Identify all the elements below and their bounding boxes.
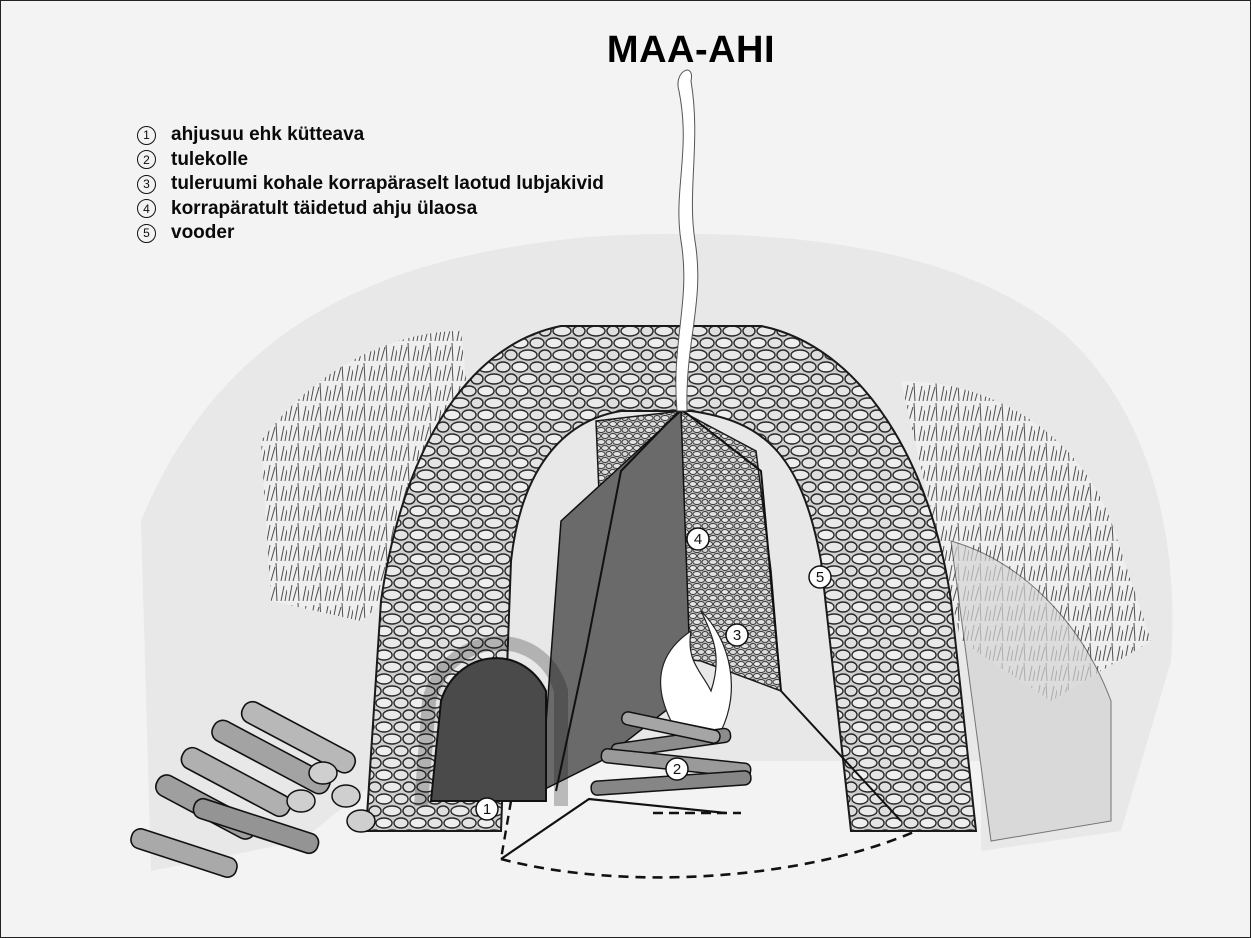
callout-4: 4 [687,528,709,550]
legend-item: 4 korrapäratult täidetud ahju ülaosa [137,197,604,222]
legend-number: 4 [137,199,156,218]
legend-label: korrapäratult täidetud ahju ülaosa [171,198,477,220]
legend: 1 ahjusuu ehk kütteava 2 tulekolle 3 tul… [137,123,604,246]
callout-2-text: 2 [673,761,681,778]
legend-label: vooder [171,222,234,244]
legend-item: 2 tulekolle [137,148,604,173]
callout-4-text: 4 [694,531,702,548]
callout-5-text: 5 [816,569,824,586]
callout-1: 1 [476,798,498,820]
legend-number: 2 [137,150,156,169]
callout-2: 2 [666,758,688,780]
legend-item: 3 tuleruumi kohale korrapäraselt laotud … [137,172,604,197]
callout-3-text: 3 [733,627,741,644]
diagram-title: MAA-AHI [561,29,821,72]
legend-item: 5 vooder [137,221,604,246]
legend-label: ahjusuu ehk kütteava [171,124,364,146]
legend-item: 1 ahjusuu ehk kütteava [137,123,604,148]
legend-label: tulekolle [171,149,248,171]
floor-section [501,799,726,859]
legend-number: 3 [137,175,156,194]
legend-number: 5 [137,224,156,243]
callout-5: 5 [809,566,831,588]
legend-number: 1 [137,126,156,145]
legend-label: tuleruumi kohale korrapäraselt laotud lu… [171,173,604,195]
callout-1-text: 1 [483,801,491,818]
callout-3: 3 [726,624,748,646]
